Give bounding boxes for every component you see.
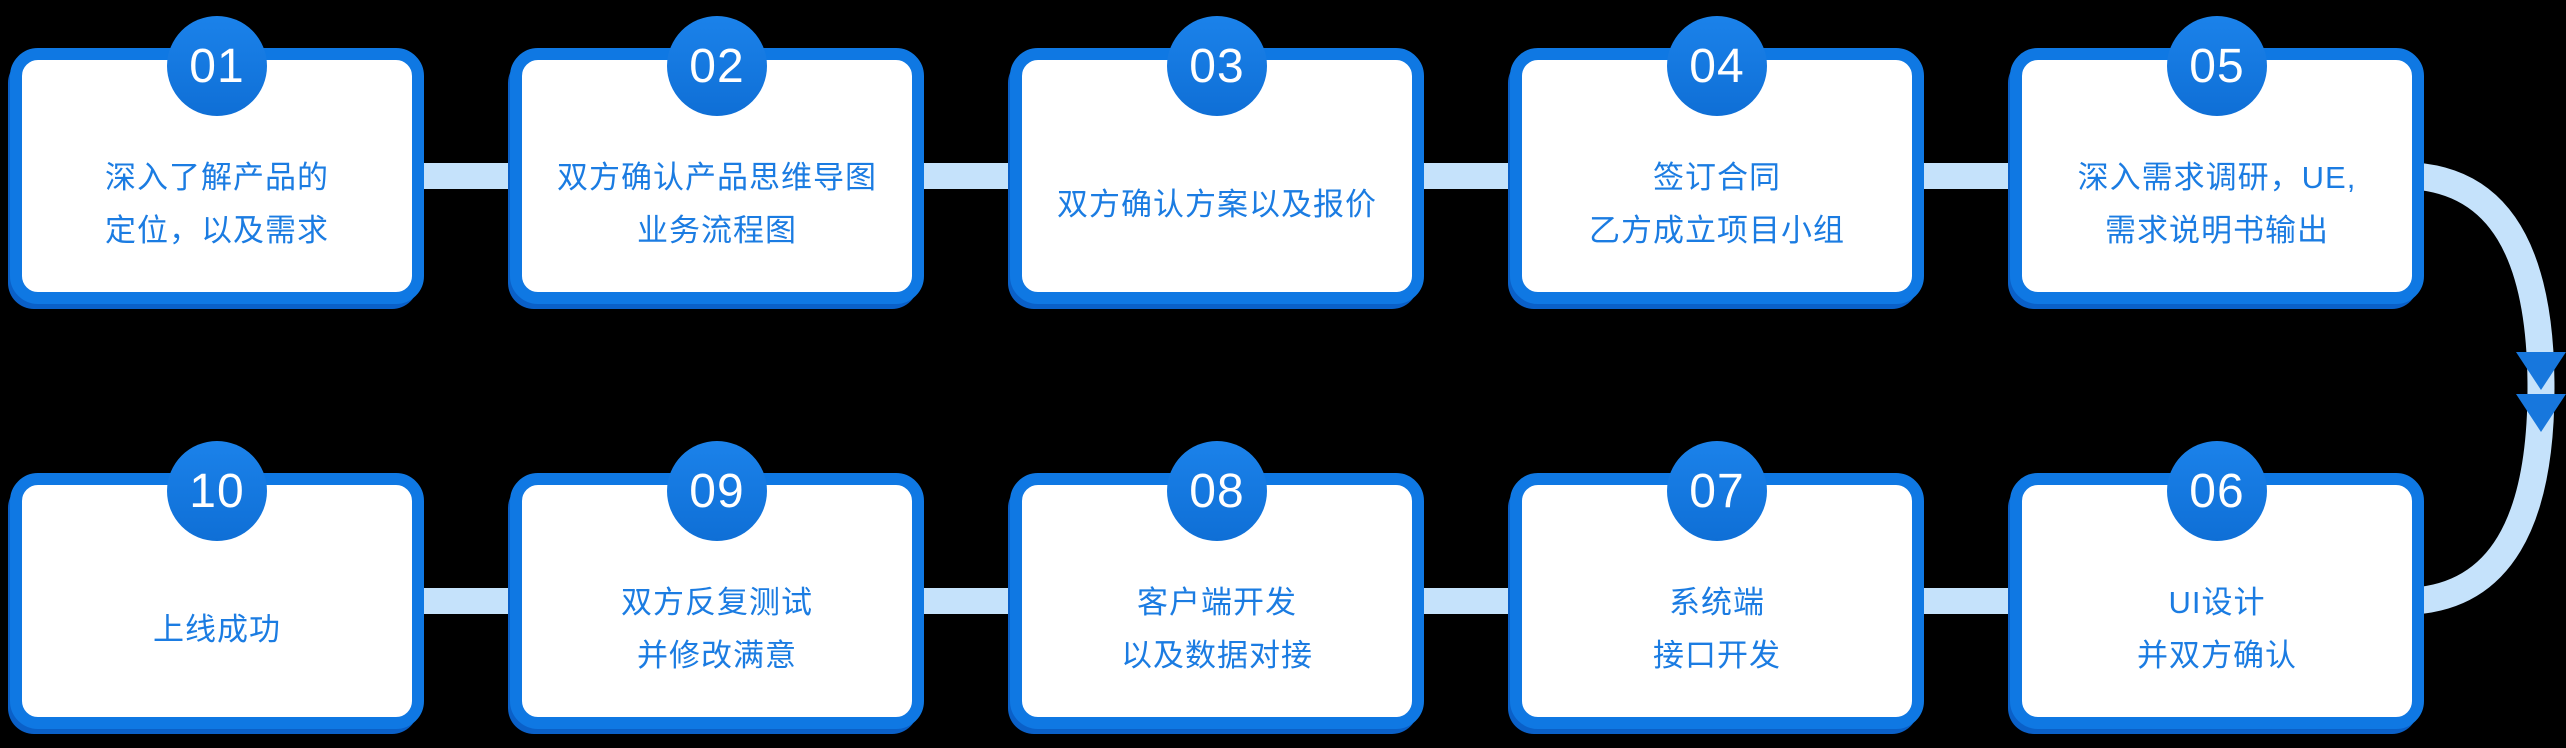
connector-bar <box>416 588 518 614</box>
step-number-badge: 07 <box>1667 441 1767 541</box>
step-text-line: 深入需求调研，UE, <box>2077 160 2357 195</box>
arrow-down-icon <box>2516 394 2566 432</box>
step-card-01: 01 深入了解产品的定位，以及需求 <box>10 16 424 304</box>
step-card-08: 08 客户端开发以及数据对接 <box>1010 441 1424 729</box>
step-description: 系统端接口开发 <box>1653 576 1781 682</box>
step-text-line: 双方确认方案以及报价 <box>1057 186 1377 222</box>
step-text-line: 系统端 <box>1669 585 1765 620</box>
flow-row-bottom: 10 上线成功 09 双方反复测试并修改满意 08 客户端开发以及数据对接 07… <box>10 441 2424 729</box>
step-number-badge: 10 <box>167 441 267 541</box>
connector-bar <box>1916 163 2018 189</box>
step-description: 深入需求调研，UE, 需求说明书输出 <box>2078 151 2357 257</box>
step-text-line: 并修改满意 <box>637 638 797 673</box>
step-text-line: 上线成功 <box>153 611 281 647</box>
connector-bar <box>1916 588 2018 614</box>
step-number-badge: 08 <box>1167 441 1267 541</box>
flow-row-top: 01 深入了解产品的定位，以及需求 02 双方确认产品思维导图业务流程图 03 … <box>10 16 2424 304</box>
step-card-04: 04 签订合同乙方成立项目小组 <box>1510 16 1924 304</box>
step-description: UI设计并双方确认 <box>2137 576 2297 682</box>
step-text-line: 乙方成立项目小组 <box>1589 213 1845 248</box>
step-description: 客户端开发以及数据对接 <box>1121 576 1313 682</box>
step-number-badge: 05 <box>2167 16 2267 116</box>
step-text-line: 签订合同 <box>1653 160 1781 195</box>
step-number-badge: 04 <box>1667 16 1767 116</box>
step-text-line: 需求说明书输出 <box>2105 213 2329 248</box>
step-card-02: 02 双方确认产品思维导图业务流程图 <box>510 16 924 304</box>
step-card-05: 05 深入需求调研，UE, 需求说明书输出 <box>2010 16 2424 304</box>
step-description: 双方反复测试并修改满意 <box>621 576 813 682</box>
step-card-07: 07 系统端接口开发 <box>1510 441 1924 729</box>
step-number-badge: 01 <box>167 16 267 116</box>
arrow-down-icon <box>2516 352 2566 390</box>
step-card-10: 10 上线成功 <box>10 441 424 729</box>
step-text-line: 定位，以及需求 <box>105 213 329 248</box>
step-description: 签订合同乙方成立项目小组 <box>1589 151 1845 257</box>
connector-bar <box>1416 588 1518 614</box>
step-description: 双方确认产品思维导图业务流程图 <box>557 151 877 257</box>
connector-bar <box>1416 163 1518 189</box>
step-text-line: 双方确认产品思维导图 <box>557 160 877 195</box>
step-text-line: 并双方确认 <box>2137 638 2297 673</box>
step-text-line: 接口开发 <box>1653 638 1781 673</box>
connector-bar <box>916 588 1018 614</box>
step-text-line: 双方反复测试 <box>621 585 813 620</box>
step-number-badge: 06 <box>2167 441 2267 541</box>
loop-arrow-curve <box>2412 162 2555 615</box>
step-card-06: 06 UI设计并双方确认 <box>2010 441 2424 729</box>
step-description: 深入了解产品的定位，以及需求 <box>105 151 329 257</box>
loop-arrow <box>2412 162 2566 615</box>
step-description: 上线成功 <box>153 603 281 656</box>
step-text-line: 以及数据对接 <box>1121 638 1313 673</box>
step-text-line: 业务流程图 <box>637 213 797 248</box>
step-number-badge: 09 <box>667 441 767 541</box>
connector-bar <box>916 163 1018 189</box>
step-number-badge: 03 <box>1167 16 1267 116</box>
step-card-09: 09 双方反复测试并修改满意 <box>510 441 924 729</box>
step-description: 双方确认方案以及报价 <box>1057 178 1377 231</box>
step-number-badge: 02 <box>667 16 767 116</box>
step-card-03: 03 双方确认方案以及报价 <box>1010 16 1424 304</box>
step-text-line: UI设计 <box>2168 585 2266 620</box>
connector-bar <box>416 163 518 189</box>
step-text-line: 客户端开发 <box>1137 585 1297 620</box>
step-text-line: 深入了解产品的 <box>105 160 329 195</box>
